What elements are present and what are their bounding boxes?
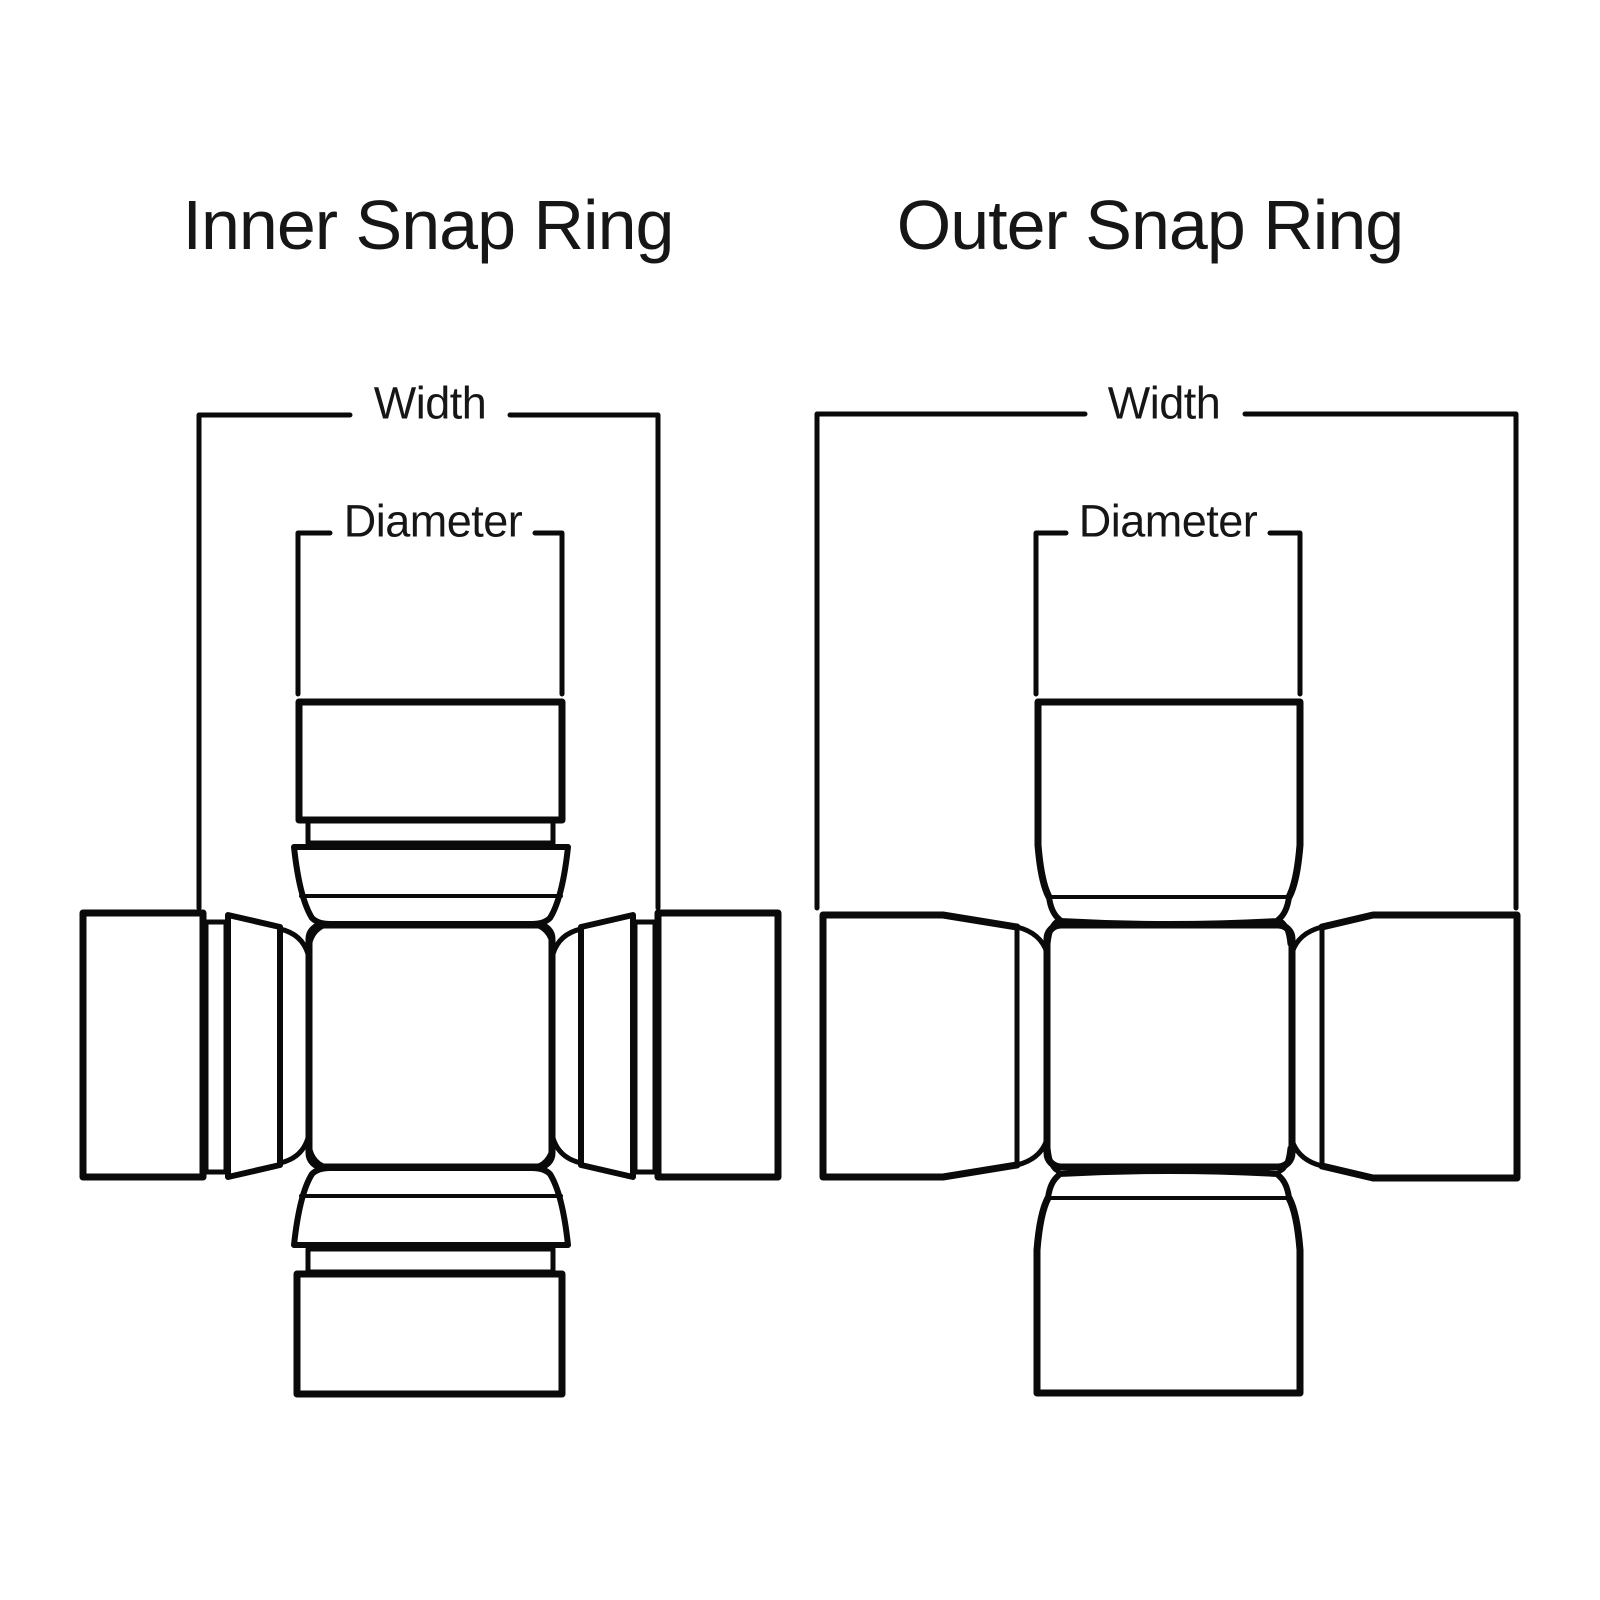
outer-top-arm: [1034, 698, 1304, 927]
outer-body-fillets: [1045, 918, 1293, 1174]
inner-right-snap-ring: [632, 919, 658, 1175]
inner-right-seal: [578, 912, 636, 1180]
outer-bottom-arm: [1033, 1168, 1304, 1397]
inner-right-fillets: [550, 926, 584, 1166]
inner-left-bearing-cap: [79, 909, 207, 1181]
inner-bottom-seal-flare: [291, 1165, 571, 1248]
inner-width-bracket: [196, 412, 661, 911]
inner-left-seal: [225, 912, 283, 1180]
outer-left-arm: [819, 911, 1050, 1181]
outer-cross-body: [1043, 921, 1296, 1171]
inner-left-snap-ring: [203, 919, 229, 1175]
inner-left-arm: [79, 909, 311, 1181]
inner-diameter-bracket-right: [532, 530, 565, 697]
outer-width-bracket-right: [1242, 411, 1519, 911]
inner-width-bracket-left: [196, 412, 353, 911]
outer-snap-ring-title: Outer Snap Ring: [896, 186, 1404, 264]
outer-width-bracket-left: [814, 411, 1088, 911]
inner-snap-ring-title: Inner Snap Ring: [182, 186, 675, 264]
inner-left-fillets: [277, 926, 311, 1166]
outer-left-bearing-cap: [819, 911, 1021, 1181]
inner-top-seal-flare: [291, 844, 571, 927]
outer-right-arm: [1289, 911, 1521, 1182]
outer-right-bearing-cap: [1318, 911, 1521, 1182]
inner-top-arm: [291, 698, 571, 950]
inner-right-bearing-cap: [654, 909, 782, 1181]
outer-bottom-bearing-cap: [1033, 1194, 1304, 1397]
outer-width-bracket: [814, 411, 1519, 911]
inner-diameter-label: Diameter: [343, 495, 523, 547]
outer-width-label: Width: [1107, 377, 1221, 429]
inner-bottom-arm: [291, 1142, 571, 1398]
inner-top-bearing-cap: [295, 698, 566, 824]
inner-diameter-bracket: [295, 530, 565, 697]
inner-diameter-bracket-left: [295, 530, 333, 697]
outer-top-bearing-cap: [1034, 698, 1304, 901]
inner-cross-body: [305, 921, 556, 1171]
outer-snap-ring-figure: [814, 411, 1521, 1397]
inner-bottom-fillets: [306, 1142, 556, 1171]
outer-diameter-bracket-left: [1033, 530, 1069, 697]
inner-width-bracket-right: [507, 412, 661, 911]
outer-left-fillets: [1014, 924, 1050, 1168]
inner-width-label: Width: [373, 377, 487, 429]
outer-diameter-label: Diameter: [1078, 495, 1258, 547]
inner-top-snap-ring-groove: [305, 817, 556, 846]
inner-right-arm: [550, 909, 782, 1181]
outer-right-fillets: [1289, 924, 1325, 1169]
inner-bottom-snap-ring-groove: [305, 1246, 556, 1275]
inner-bottom-bearing-cap: [293, 1270, 566, 1398]
outer-diameter-bracket: [1033, 530, 1303, 697]
outer-top-cap-lip: [1046, 894, 1292, 927]
inner-snap-ring-figure: [79, 412, 782, 1398]
outer-diameter-bracket-right: [1267, 530, 1303, 697]
outer-bottom-cap-lip: [1045, 1168, 1292, 1201]
